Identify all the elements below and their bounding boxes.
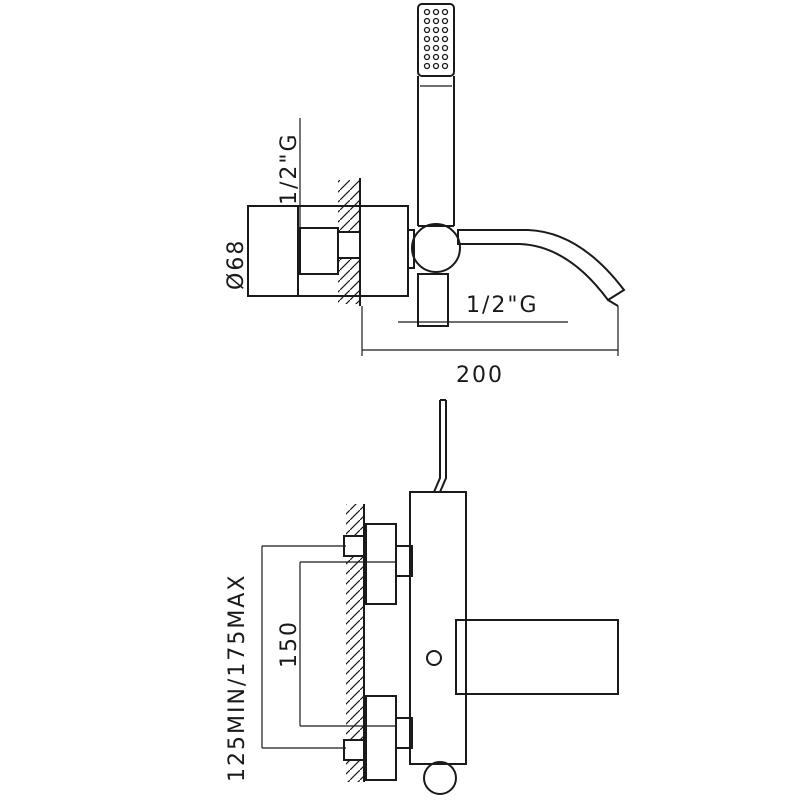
adjustment-range-label: 125MIN/175MAX <box>225 574 250 782</box>
diverter-hole <box>426 650 442 666</box>
spout <box>457 229 626 302</box>
adjustment-range-dimension: 125MIN/175MAX <box>225 545 346 782</box>
side-view: 1/2"G Ø68 1/2"G 200 <box>224 3 626 388</box>
lower-eccentric-connector <box>343 695 413 781</box>
outlet-connector <box>417 273 449 327</box>
bottom-knob <box>423 761 457 795</box>
shower-hose <box>433 400 447 493</box>
mixer-body-front <box>409 491 467 765</box>
outlet-thread-label: 1/2"G <box>466 293 539 318</box>
wall-flange <box>247 205 299 297</box>
front-view: 150 125MIN/175MAX <box>225 399 619 795</box>
diverter-knob <box>411 223 461 273</box>
outlet-thread-dimension: 1/2"G <box>398 293 568 323</box>
inlet-thread-label: 1/2"G <box>277 132 302 205</box>
diameter-dimension: Ø68 <box>224 206 249 296</box>
center-distance-dimension: 150 <box>277 561 396 727</box>
upper-eccentric-connector <box>343 523 413 605</box>
spout-front <box>455 619 619 695</box>
overall-width-dimension: 200 <box>361 306 619 388</box>
center-distance-label: 150 <box>277 620 302 668</box>
hand-shower-handle <box>417 76 455 227</box>
overall-width-label: 200 <box>456 363 504 388</box>
mixer-body <box>359 205 409 297</box>
inlet-thread-dimension: 1/2"G <box>277 118 302 274</box>
shower-nozzles <box>423 8 449 70</box>
diameter-label: Ø68 <box>224 239 249 290</box>
hand-shower-head <box>417 3 455 77</box>
